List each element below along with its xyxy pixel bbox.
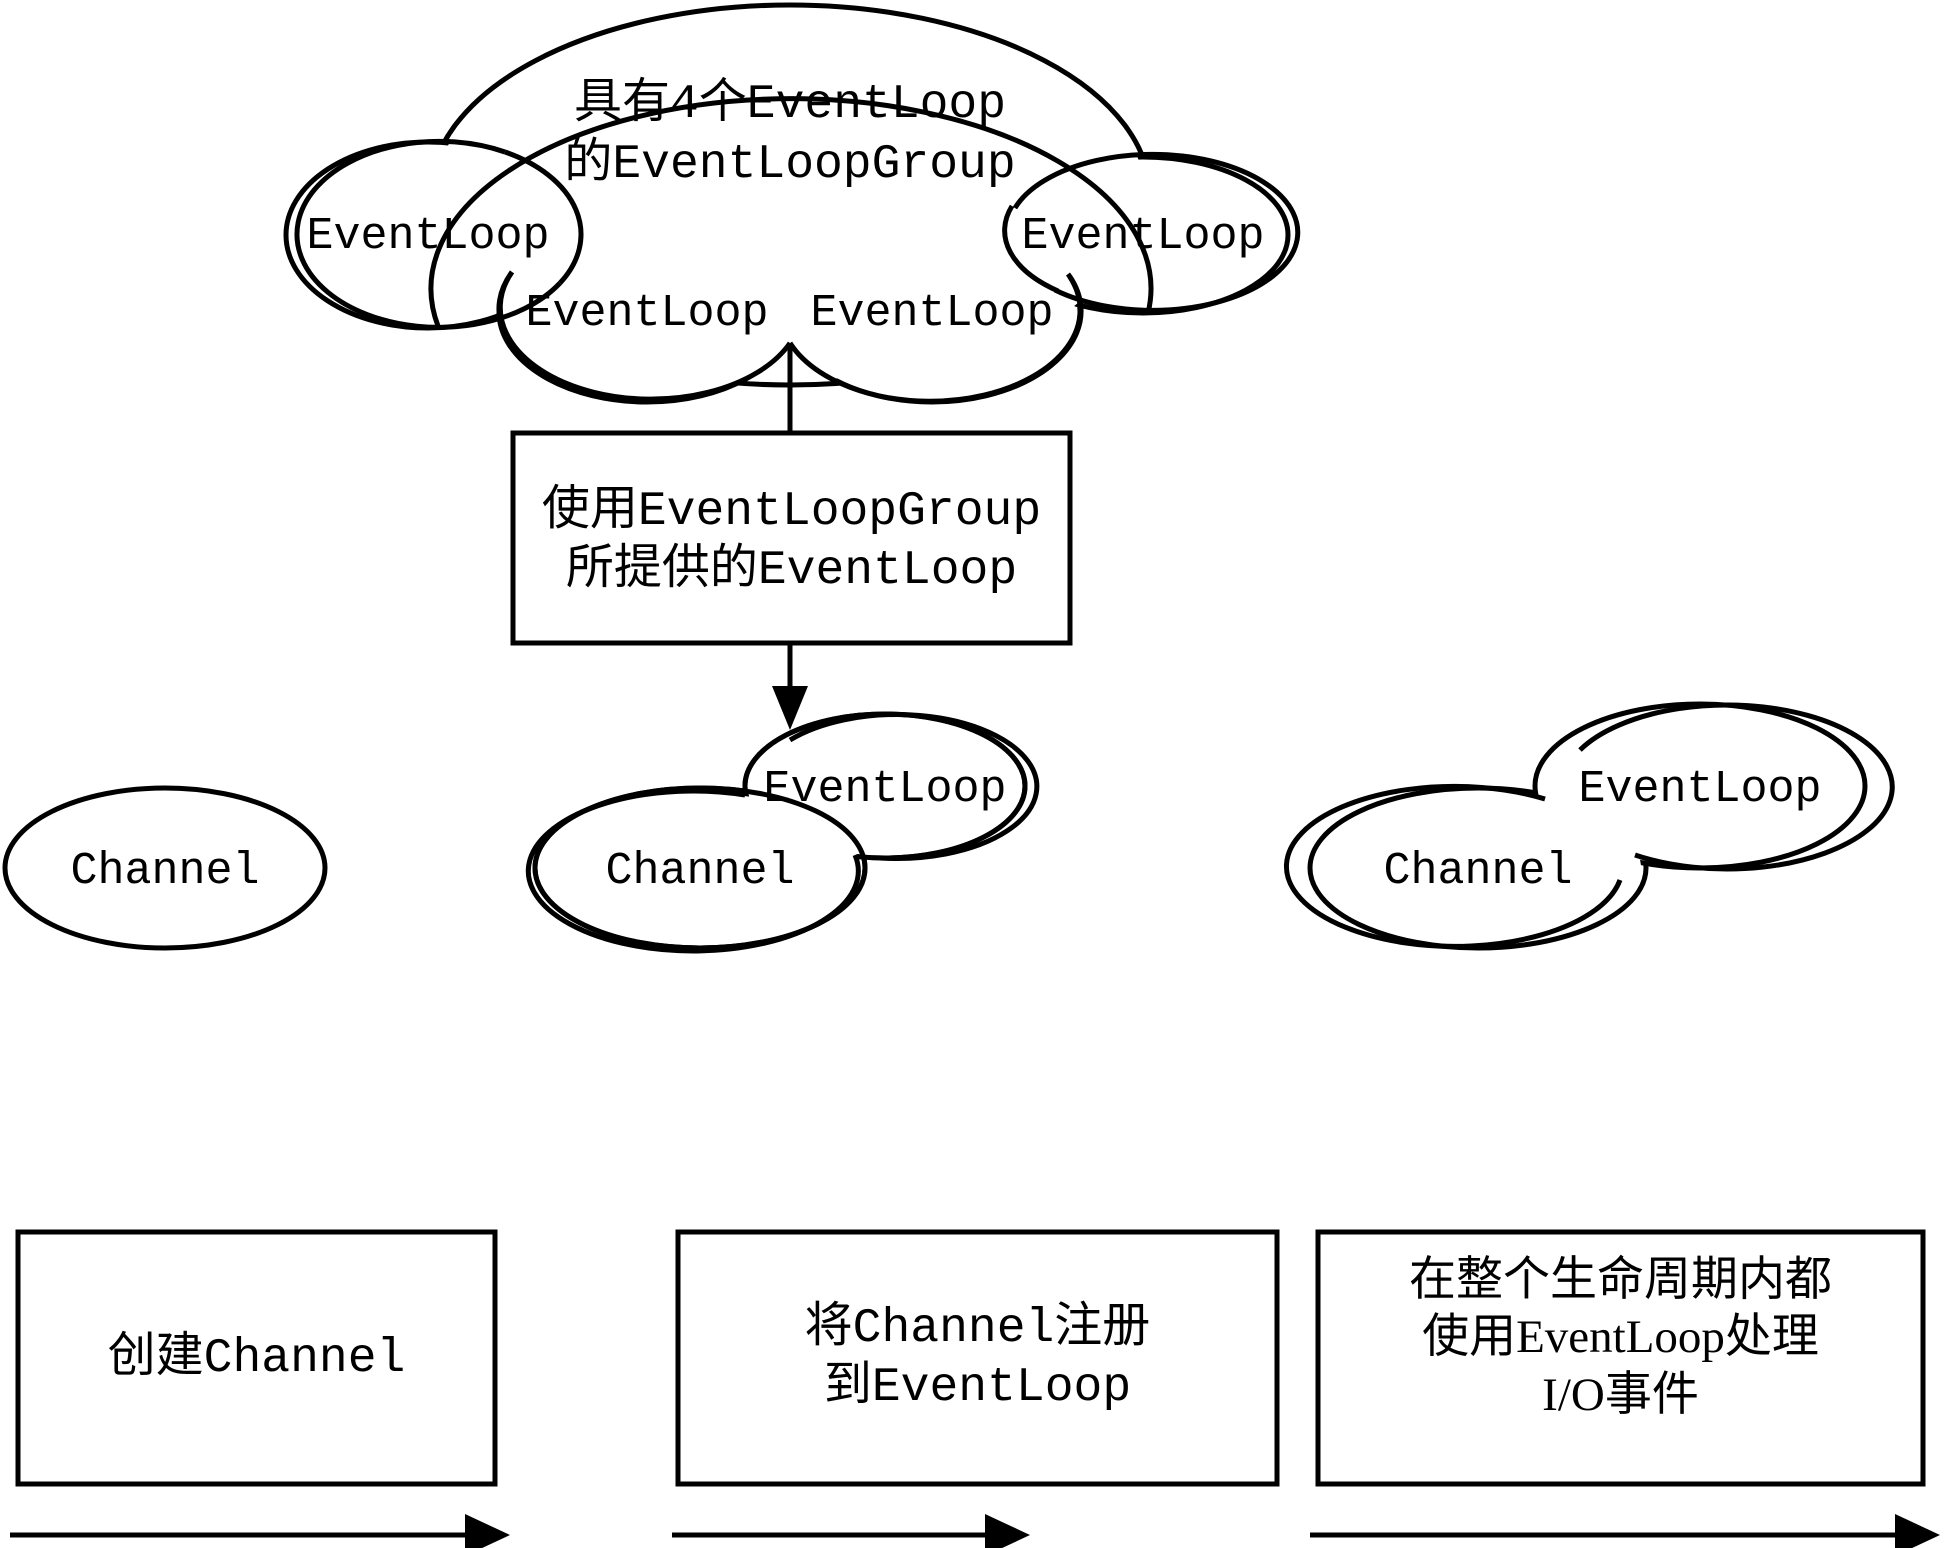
stage-1-timeline-arrow: [10, 1514, 510, 1548]
use-eventloop-box: [510, 430, 1073, 646]
stage-1-channel-ellipse: [2, 785, 328, 951]
stage-1-caption-box: [15, 1229, 498, 1487]
stage-2-overlap-outline: [525, 711, 1040, 954]
stage-3-timeline-arrow: [1310, 1514, 1940, 1548]
box-to-eventloop-arrowhead: [772, 686, 808, 730]
stage-3-overlap-outline: [1284, 702, 1895, 949]
cloud-union-interior-mask: [291, 10, 1283, 397]
stage-3-overlap-mask: [1315, 709, 1860, 943]
stage-2-timeline-arrow: [672, 1514, 1030, 1548]
stage-3-caption-box: [1315, 1229, 1926, 1487]
cloud-lobe-separators: [496, 149, 1084, 385]
stage-2-caption-box: [675, 1229, 1280, 1487]
